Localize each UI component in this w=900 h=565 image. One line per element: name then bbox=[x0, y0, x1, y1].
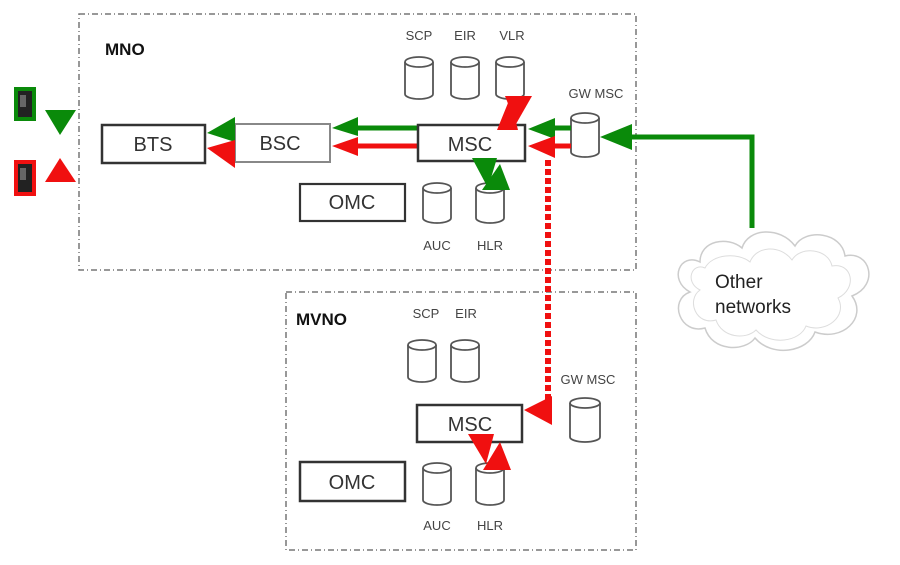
mno-bts-label: BTS bbox=[134, 134, 173, 156]
mvno-eir-db-icon bbox=[450, 339, 480, 383]
arrow-red-gw-msc bbox=[528, 136, 555, 158]
arrow-green-hlr-msc-up bbox=[482, 164, 510, 190]
mno-eir-db-icon bbox=[450, 56, 480, 100]
mno-auc-db-icon bbox=[422, 182, 452, 224]
mno-container bbox=[78, 13, 637, 271]
mno-hlr-label: HLR bbox=[477, 238, 503, 253]
mvno-eir-label: EIR bbox=[455, 306, 477, 321]
mvno-scp-db-icon bbox=[407, 339, 437, 383]
mno-bsc-label: BSC bbox=[259, 133, 300, 155]
mno-scp-label: SCP bbox=[406, 28, 433, 43]
mno-omc-label: OMC bbox=[329, 192, 376, 214]
handset-red-icon bbox=[14, 160, 36, 196]
mvno-container bbox=[285, 291, 637, 551]
cloud-label-line1: Other bbox=[715, 272, 763, 293]
mno-bsc-box bbox=[234, 123, 331, 163]
arrow-red-roaming-mvno-msc bbox=[524, 396, 552, 425]
arrow-red-bsc-bts bbox=[207, 140, 235, 168]
handset-green-icon bbox=[14, 87, 36, 121]
arrow-green-msc-hlr-down bbox=[472, 158, 497, 188]
arrow-red-mvno-hlr-msc-up bbox=[483, 442, 511, 470]
mno-auc-label: AUC bbox=[423, 238, 450, 253]
mvno-auc-label: AUC bbox=[423, 518, 450, 533]
arrow-green-gw-msc bbox=[528, 118, 555, 139]
mvno-omc-label: OMC bbox=[329, 472, 376, 494]
mno-msc-label: MSC bbox=[448, 134, 492, 156]
arrow-green-other-gw bbox=[600, 124, 632, 150]
mvno-gw-msc-label: GW MSC bbox=[561, 372, 616, 387]
mvno-auc-db-icon bbox=[422, 462, 452, 506]
mvno-omc-box bbox=[298, 460, 407, 503]
mno-bts-box bbox=[100, 123, 207, 165]
cloud-label-line2: networks bbox=[715, 297, 791, 318]
line-green-other-networks bbox=[630, 134, 755, 228]
arrow-green-bsc-bts bbox=[207, 117, 235, 142]
mvno-hlr-label: HLR bbox=[477, 518, 503, 533]
mno-gw-msc-db-icon bbox=[570, 112, 600, 158]
mno-scp-db-icon bbox=[404, 56, 434, 100]
mno-msc-box bbox=[416, 123, 527, 163]
uplink-arrow-icon bbox=[45, 158, 76, 182]
arrow-red-msc-bsc bbox=[332, 137, 358, 156]
mno-title: MNO bbox=[105, 40, 145, 59]
arrow-red-msc-vlr-up bbox=[497, 98, 518, 130]
mno-eir-label: EIR bbox=[454, 28, 476, 43]
mno-vlr-db-icon bbox=[495, 56, 525, 100]
mvno-title: MVNO bbox=[296, 310, 347, 329]
arrow-green-msc-bsc bbox=[332, 117, 358, 136]
other-networks-cloud-icon bbox=[677, 231, 870, 352]
arrow-red-mvno-msc-hlr-down bbox=[468, 434, 494, 464]
mvno-gw-msc-db-icon bbox=[569, 397, 601, 443]
arrow-red-vlr-msc-down bbox=[505, 96, 532, 124]
mvno-scp-label: SCP bbox=[413, 306, 440, 321]
mno-gw-msc-label: GW MSC bbox=[569, 86, 624, 101]
mno-vlr-label: VLR bbox=[499, 28, 524, 43]
mno-omc-box bbox=[298, 182, 407, 223]
mvno-msc-label: MSC bbox=[448, 414, 492, 436]
downlink-arrow-icon bbox=[45, 110, 76, 135]
